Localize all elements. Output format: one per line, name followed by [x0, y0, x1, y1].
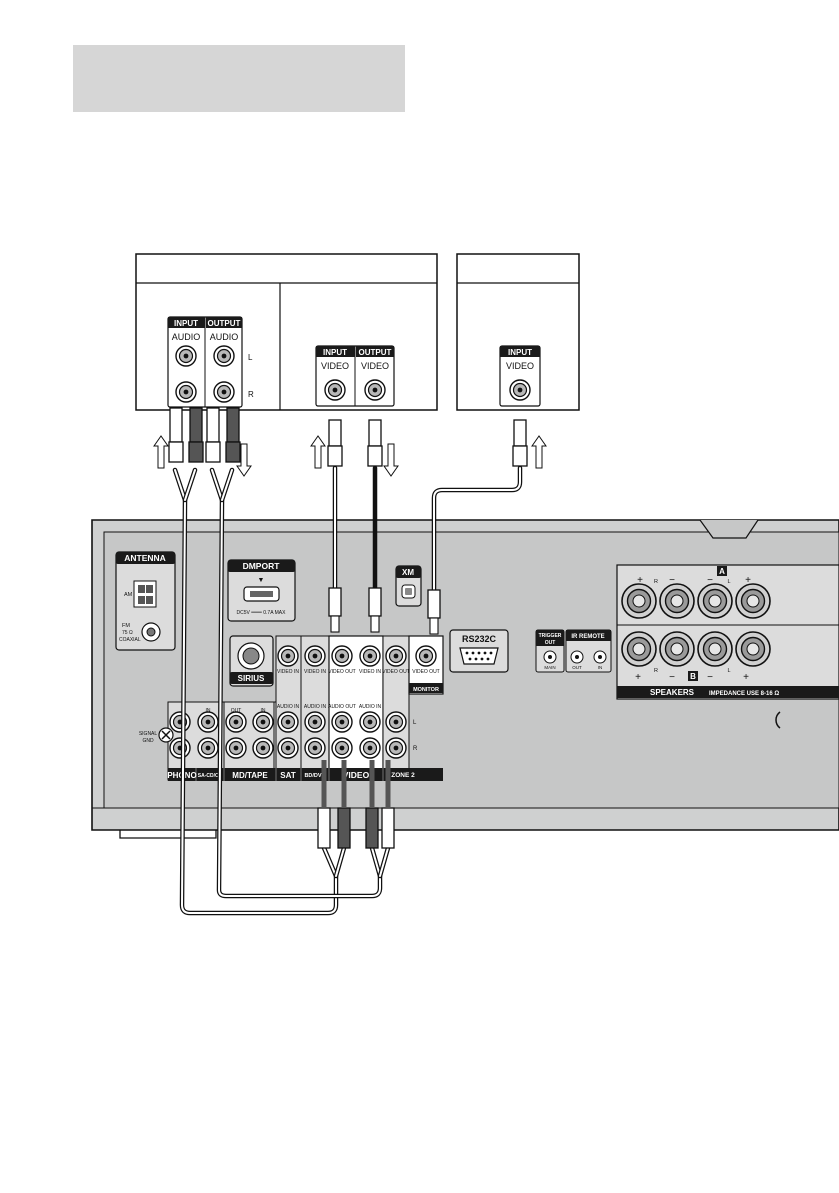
sacd-in-label: IN: [206, 708, 211, 714]
video-video-out-label: VIDEO OUT: [328, 669, 356, 675]
spk-a-plus-2: +: [745, 575, 751, 586]
monitor-video-out-label: VIDEO OUT: [412, 669, 440, 675]
receiver-audio-plugs: [317, 760, 395, 849]
zone2-l-label: L: [413, 720, 417, 726]
section-mdtape: MD/TAPE: [232, 771, 268, 780]
recorder-audio-jacks: INPUT OUTPUT AUDIO AUDIO L R: [167, 316, 254, 408]
speaker-a-label: A: [719, 567, 725, 576]
receiver-video-plugs: [328, 587, 441, 635]
rec-audio-input-label: INPUT: [174, 319, 198, 328]
rs232c-label: RS232C: [462, 634, 497, 644]
bddvd-video-in-label: VIDEO IN: [304, 669, 326, 675]
sirius-block: SIRIUS: [229, 635, 274, 687]
rec-video-label-2: VIDEO: [361, 361, 389, 371]
header-bar: [73, 45, 405, 112]
section-sat: SAT: [280, 771, 296, 780]
antenna-am: AM: [124, 592, 133, 598]
recorder-video-jacks: INPUT OUTPUT VIDEO VIDEO: [315, 345, 395, 407]
zone2-video-out-label: VIDEO OUT: [382, 669, 410, 675]
mdtape-in-label: IN: [261, 708, 266, 714]
signal-gnd-line1: SIGNAL: [139, 731, 158, 737]
sat-audio-in-label: AUDIO IN: [277, 704, 300, 710]
rec-audio-l-label: L: [248, 353, 253, 362]
monitor-input-label: INPUT: [508, 348, 532, 357]
signal-gnd: SIGNAL GND: [139, 727, 174, 744]
section-bddvd: BD/DVD: [304, 773, 325, 779]
ir-remote-title: IR REMOTE: [571, 634, 604, 640]
video-video-in-label: VIDEO IN: [359, 669, 381, 675]
zone2-r-label: R: [413, 746, 418, 752]
spk-b-plus-1: +: [635, 672, 641, 683]
trigger-main: MAIN: [544, 665, 555, 670]
section-zone2: ZONE 2: [391, 772, 415, 779]
monitor-video-label: VIDEO: [506, 361, 534, 371]
dmport-title: DMPORT: [243, 561, 281, 571]
antenna-title: ANTENNA: [124, 553, 166, 563]
rec-video-output-label: OUTPUT: [359, 348, 392, 357]
speakers-title: SPEAKERS: [650, 688, 695, 697]
spk-b-r: R: [654, 668, 658, 674]
ir-out: OUT: [572, 665, 582, 670]
rec-video-label-1: VIDEO: [321, 361, 349, 371]
xm-label: XM: [402, 568, 414, 577]
section-video: VIDEO: [343, 770, 370, 780]
cables: [172, 465, 523, 916]
spk-a-plus-1: +: [637, 575, 643, 586]
section-monitor: MONITOR: [413, 687, 439, 693]
spk-b-minus-2: −: [707, 672, 713, 683]
spk-b-plus-2: +: [743, 672, 749, 683]
antenna-fm-ohm: 75 Ω: [122, 630, 133, 636]
trigger-ir-block: TRIGGER OUT MAIN IR REMOTE OUT IN: [535, 629, 612, 673]
rec-video-input-label: INPUT: [323, 348, 347, 357]
dmport-rating: DC5V ═══ 0.7A MAX: [237, 610, 287, 616]
panel-edge-screw: [775, 711, 781, 729]
sirius-label: SIRIUS: [238, 674, 265, 683]
dmport-arrow: ▼: [258, 577, 265, 584]
rec-audio-r-label: R: [248, 390, 254, 399]
rs232c-block: RS232C: [449, 629, 509, 673]
signal-gnd-line2: GND: [142, 738, 154, 744]
spk-a-l: L: [727, 579, 730, 585]
antenna-fm-coax: COAXIAL: [119, 637, 141, 643]
sat-video-in-label: VIDEO IN: [277, 669, 299, 675]
speaker-terminals: A + − − + R L + − − + R L B SPEAKERS IMP…: [616, 564, 839, 700]
spk-a-minus-1: −: [669, 575, 675, 586]
monitor-video-jack: INPUT VIDEO: [499, 345, 541, 407]
xm-block: XM: [395, 565, 422, 607]
rec-audio-output-label: OUTPUT: [208, 319, 241, 328]
antenna-fm: FM: [122, 623, 130, 629]
antenna-block: ANTENNA AM FM 75 Ω COAXIAL: [115, 551, 176, 651]
trigger-line2: OUT: [545, 640, 556, 646]
spk-a-r: R: [654, 579, 658, 585]
spk-b-minus-1: −: [669, 672, 675, 683]
video-audio-in-label: AUDIO IN: [359, 704, 382, 710]
spk-a-minus-2: −: [707, 575, 713, 586]
av-jack-labels: VIDEO IN VIDEO IN VIDEO OUT VIDEO IN VID…: [206, 669, 440, 752]
rec-audio-label-1: AUDIO: [172, 332, 201, 342]
device-plugs: [168, 407, 528, 467]
ir-in: IN: [598, 665, 603, 670]
video-audio-out-label: AUDIO OUT: [328, 704, 356, 710]
speaker-b-label: B: [690, 672, 696, 681]
trigger-line1: TRIGGER: [539, 633, 562, 639]
spk-b-l: L: [727, 668, 730, 674]
speakers-impedance: IMPEDANCE USE 8-16 Ω: [709, 691, 779, 697]
section-sacd: SA-CD/CD: [198, 773, 223, 779]
rec-audio-label-2: AUDIO: [210, 332, 239, 342]
mdtape-out-label: OUT: [231, 708, 242, 714]
bddvd-audio-in-label: AUDIO IN: [304, 704, 327, 710]
dmport-block: DMPORT ▼ DC5V ═══ 0.7A MAX: [227, 559, 296, 622]
signal-arrows: [153, 435, 547, 477]
